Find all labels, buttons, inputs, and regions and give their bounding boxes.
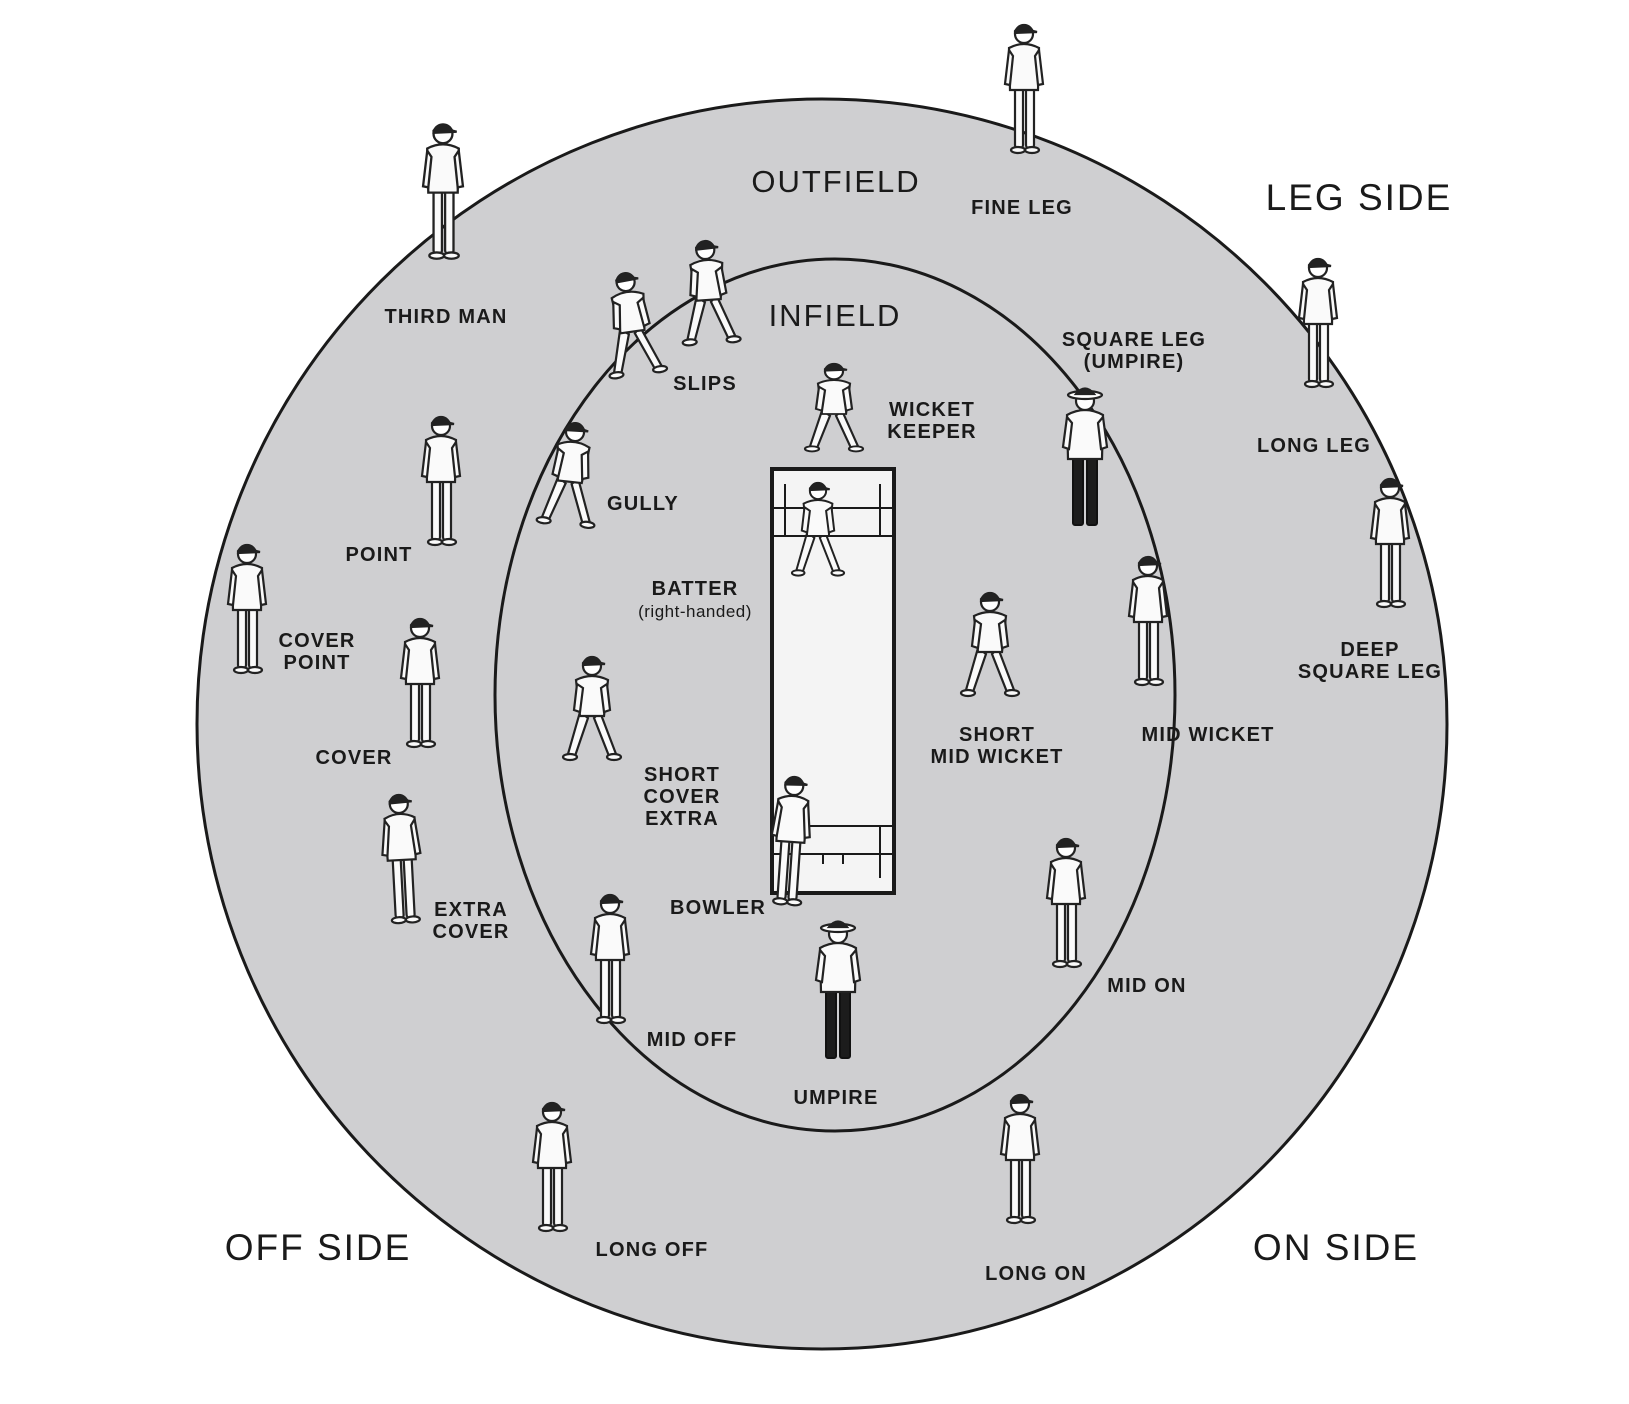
infield-ellipse xyxy=(493,257,1177,1133)
position-label-line: LONG OFF xyxy=(596,1239,709,1261)
position-label-point: POINT xyxy=(345,544,412,566)
position-label-line: FINE LEG xyxy=(971,197,1073,219)
position-label-line: SHORT xyxy=(959,724,1035,746)
position-label-line: COVER xyxy=(278,630,355,652)
position-label-line: MID WICKET xyxy=(1141,724,1274,746)
position-label-fine-leg: FINE LEG xyxy=(971,197,1073,219)
batter-note: (right-handed) xyxy=(638,602,752,621)
position-label-line: SHORT xyxy=(644,764,720,786)
on-side-label: ON SIDE xyxy=(1253,1227,1419,1268)
position-label-line: COVER xyxy=(643,786,720,808)
position-label-mid-on: MID ON xyxy=(1107,975,1186,997)
position-label-line: LONG LEG xyxy=(1257,435,1371,457)
position-label-mid-wicket: MID WICKET xyxy=(1141,724,1274,746)
position-label-square-leg: SQUARE LEG(UMPIRE) xyxy=(1062,329,1206,373)
position-label-umpire: UMPIRE xyxy=(794,1087,879,1109)
position-label-line: THIRD MAN xyxy=(384,306,507,328)
position-label-batter: BATTER xyxy=(652,578,739,600)
position-label-line: SQUARE LEG xyxy=(1062,329,1206,351)
position-label-long-off: LONG OFF xyxy=(596,1239,709,1261)
position-label-line: COVER xyxy=(432,921,509,943)
position-label-line: LONG ON xyxy=(985,1263,1087,1285)
position-label-line: UMPIRE xyxy=(794,1087,879,1109)
position-label-line: GULLY xyxy=(607,493,679,515)
position-label-line: BATTER xyxy=(652,578,739,600)
position-label-line: BOWLER xyxy=(670,897,766,919)
position-label-mid-off: MID OFF xyxy=(647,1029,738,1051)
position-label-line: DEEP xyxy=(1340,639,1399,661)
position-label-line: SLIPS xyxy=(673,373,737,395)
position-label-line: COVER xyxy=(315,747,392,769)
position-label-line: (UMPIRE) xyxy=(1084,351,1185,373)
position-label-line: POINT xyxy=(283,652,350,674)
position-label-line: POINT xyxy=(345,544,412,566)
position-label-line: EXTRA xyxy=(645,808,719,830)
position-label-line: SQUARE LEG xyxy=(1298,661,1442,683)
position-label-gully: GULLY xyxy=(607,493,679,515)
leg-side-label: LEG SIDE xyxy=(1266,177,1453,218)
position-label-long-leg: LONG LEG xyxy=(1257,435,1371,457)
position-label-slips: SLIPS xyxy=(673,373,737,395)
position-label-line: EXTRA xyxy=(434,899,508,921)
outfield-label: OUTFIELD xyxy=(751,164,920,199)
position-label-line: WICKET xyxy=(889,399,975,421)
off-side-label: OFF SIDE xyxy=(225,1227,412,1268)
position-label-cover: COVER xyxy=(315,747,392,769)
position-label-bowler: BOWLER xyxy=(670,897,766,919)
position-label-line: MID WICKET xyxy=(930,746,1063,768)
position-label-line: MID ON xyxy=(1107,975,1186,997)
position-label-line: MID OFF xyxy=(647,1029,738,1051)
position-label-line: KEEPER xyxy=(887,421,976,443)
position-label-third-man: THIRD MAN xyxy=(384,306,507,328)
infield-label: INFIELD xyxy=(769,298,902,333)
position-label-long-on: LONG ON xyxy=(985,1263,1087,1285)
